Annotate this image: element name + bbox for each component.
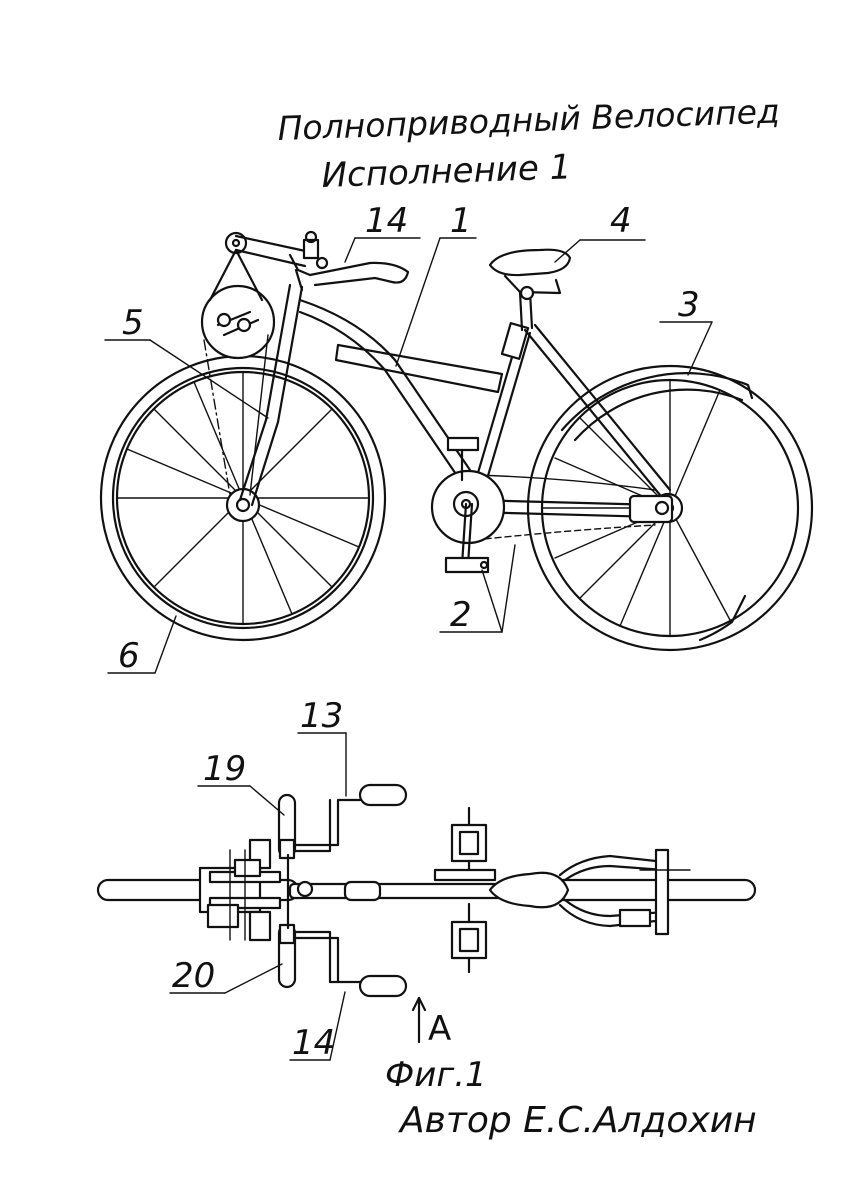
leader-lines-side — [104, 237, 713, 674]
pedals-top — [433, 806, 497, 974]
side-view: 14 1 4 3 5 6 2 — [99, 201, 814, 676]
label-14-side: 14 — [365, 201, 408, 241]
label-20: 20 — [172, 956, 215, 996]
bicycle-frame — [238, 283, 672, 541]
label-6: 6 — [118, 636, 140, 676]
view-marker-a: A — [428, 1009, 451, 1049]
crank-assembly — [430, 436, 506, 574]
crank-arm-13 — [293, 783, 408, 853]
rear-tyre-top — [538, 878, 757, 902]
label-1: 1 — [450, 201, 472, 241]
top-view: 13 19 20 14 A — [96, 696, 757, 1063]
front-wheel — [99, 354, 387, 642]
drawing-subtitle: Исполнение 1 — [321, 147, 572, 196]
author-line: Автор Е.С.Алдохин — [398, 1100, 757, 1141]
front-drive-unit — [200, 248, 276, 496]
rear-hub-detail — [628, 494, 674, 524]
rear-fender — [560, 372, 754, 642]
figure-caption: Фиг.1 — [385, 1055, 487, 1095]
leader-lines-top — [169, 732, 427, 1061]
drawing-title: Полноприводный Велосипед — [277, 91, 780, 148]
saddle — [488, 248, 572, 332]
label-4: 4 — [610, 201, 632, 241]
label-19: 19 — [203, 749, 246, 789]
rear-stays-top — [558, 848, 691, 936]
label-3: 3 — [678, 285, 700, 325]
crank-arm-14 — [293, 930, 408, 998]
label-5: 5 — [122, 303, 144, 343]
front-hub-top — [198, 838, 282, 942]
rear-wheel — [526, 364, 814, 652]
label-2: 2 — [450, 595, 472, 635]
label-13: 13 — [300, 696, 343, 736]
label-14-top: 14 — [292, 1023, 335, 1063]
handlebar — [224, 230, 410, 292]
saddle-top — [488, 871, 570, 909]
